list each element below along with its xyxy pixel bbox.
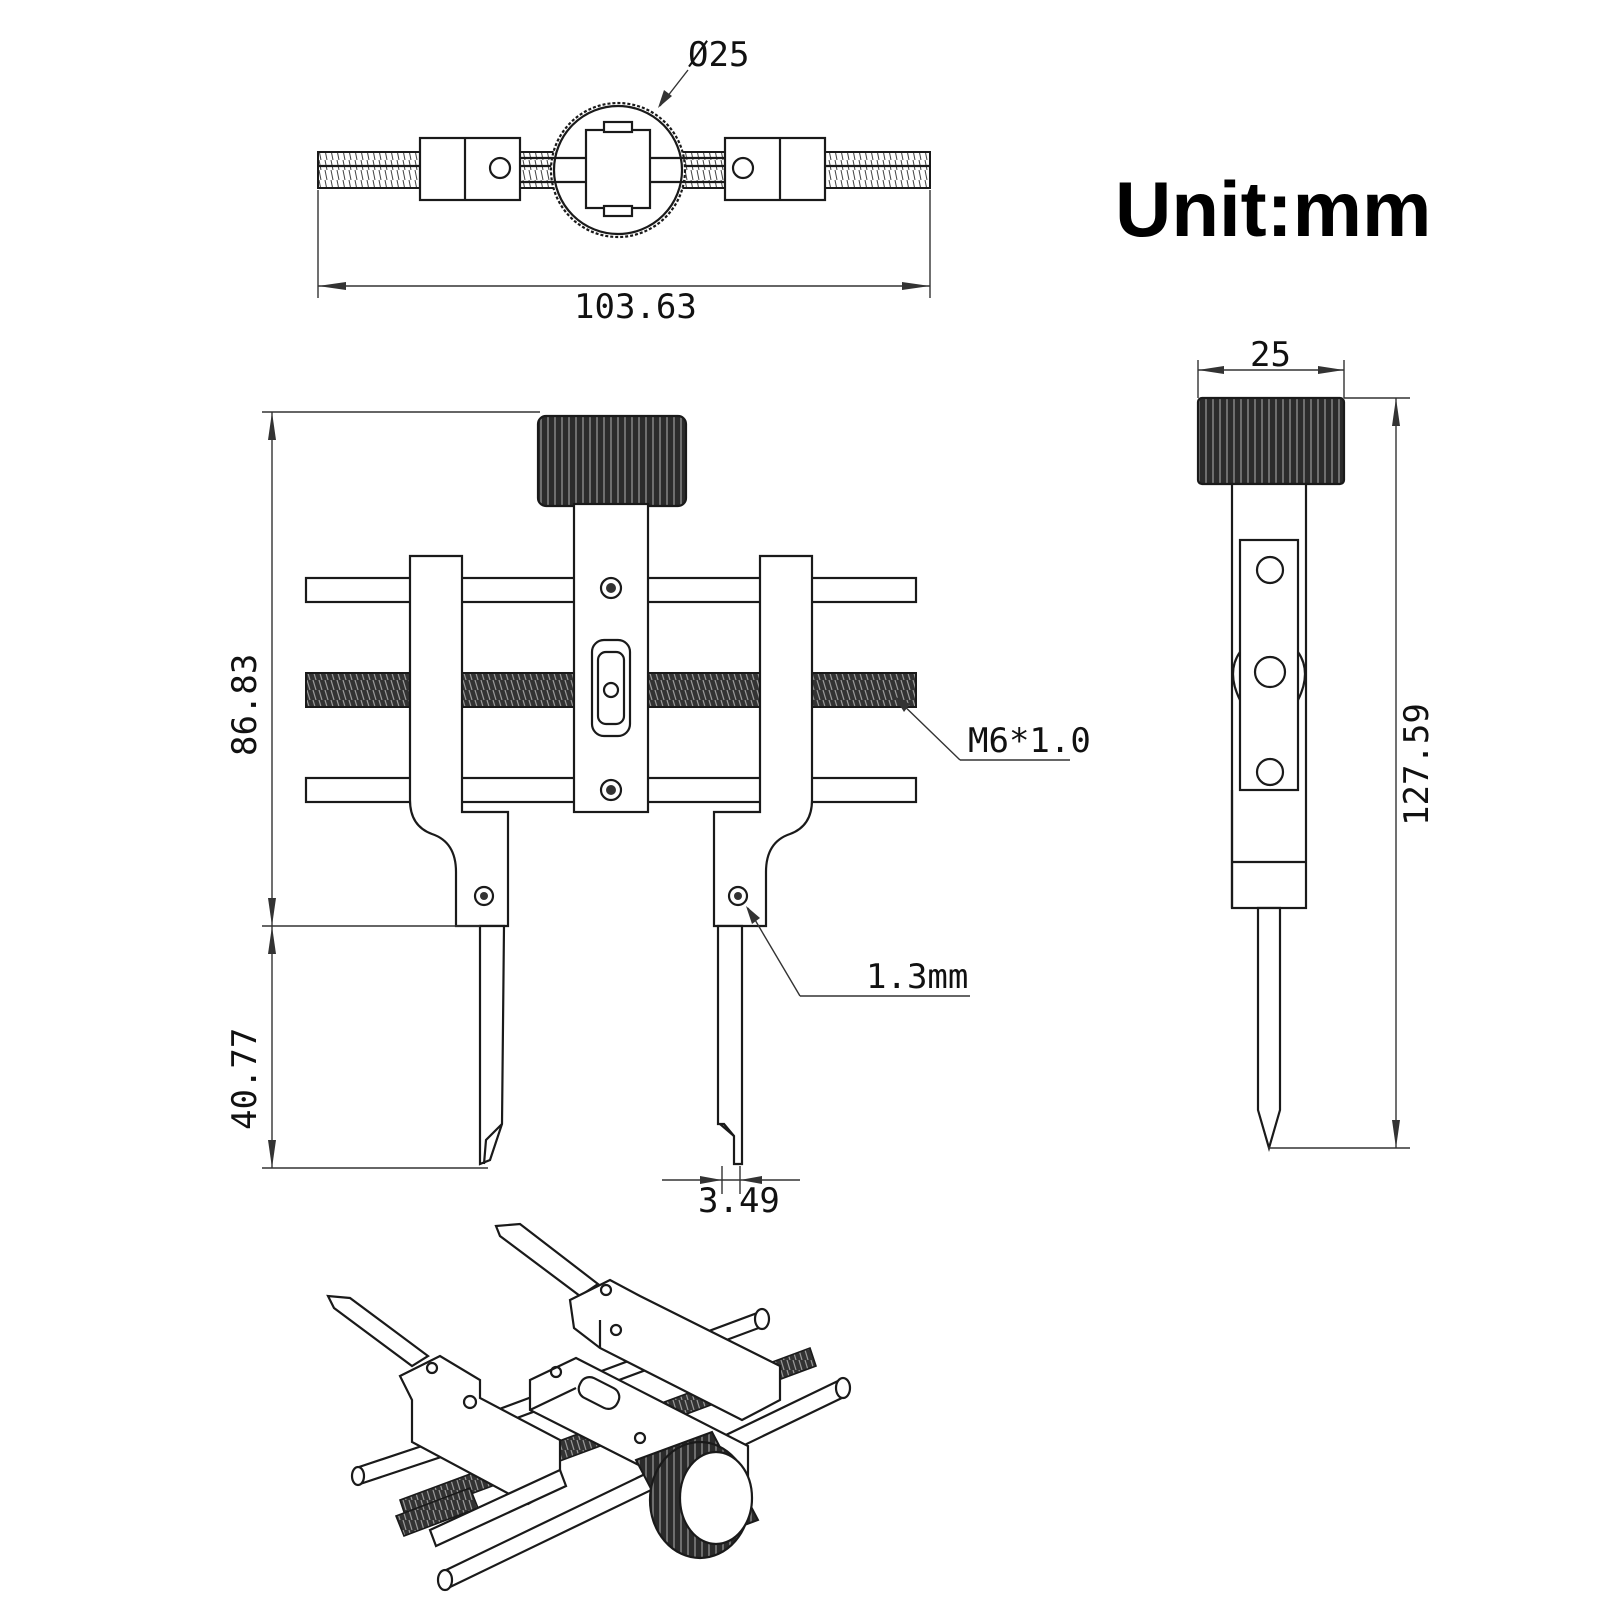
right-tip — [716, 924, 744, 1166]
dim-tip-gap: 3.49 — [698, 1181, 780, 1221]
dim-pin-diameter: 1.3mm — [866, 957, 968, 997]
top-view: 103.63 Ø25 — [317, 35, 931, 327]
dim-thread-spec: M6*1.0 — [968, 721, 1091, 761]
side-view: 25 127.59 — [1196, 335, 1437, 1152]
left-tip — [478, 924, 506, 1166]
side-tip — [1256, 906, 1282, 1152]
unit-label: Unit:mm — [1115, 165, 1431, 253]
side-knob — [1196, 396, 1346, 486]
iso-left-blade — [326, 1294, 430, 1368]
dim-knob-width: 25 — [1250, 335, 1291, 375]
dim-total-height: 127.59 — [1397, 703, 1437, 826]
iso-right-blade — [494, 1222, 600, 1298]
isometric-view — [326, 1222, 852, 1592]
right-clamp-arm — [712, 554, 814, 928]
dim-knob-diameter: Ø25 — [688, 35, 749, 75]
top-view-right-clamp — [723, 136, 827, 202]
dim-tip-length: 40.77 — [225, 1028, 265, 1130]
left-clamp-arm — [408, 554, 510, 928]
front-view: 86.83 40.77 M6*1.0 1.3mm 3.49 — [225, 411, 1091, 1221]
top-view-left-clamp — [418, 136, 522, 202]
iso-knob — [634, 1430, 760, 1560]
front-knob — [536, 414, 688, 508]
dim-body-height: 86.83 — [225, 654, 265, 756]
dim-total-width: 103.63 — [574, 287, 697, 327]
